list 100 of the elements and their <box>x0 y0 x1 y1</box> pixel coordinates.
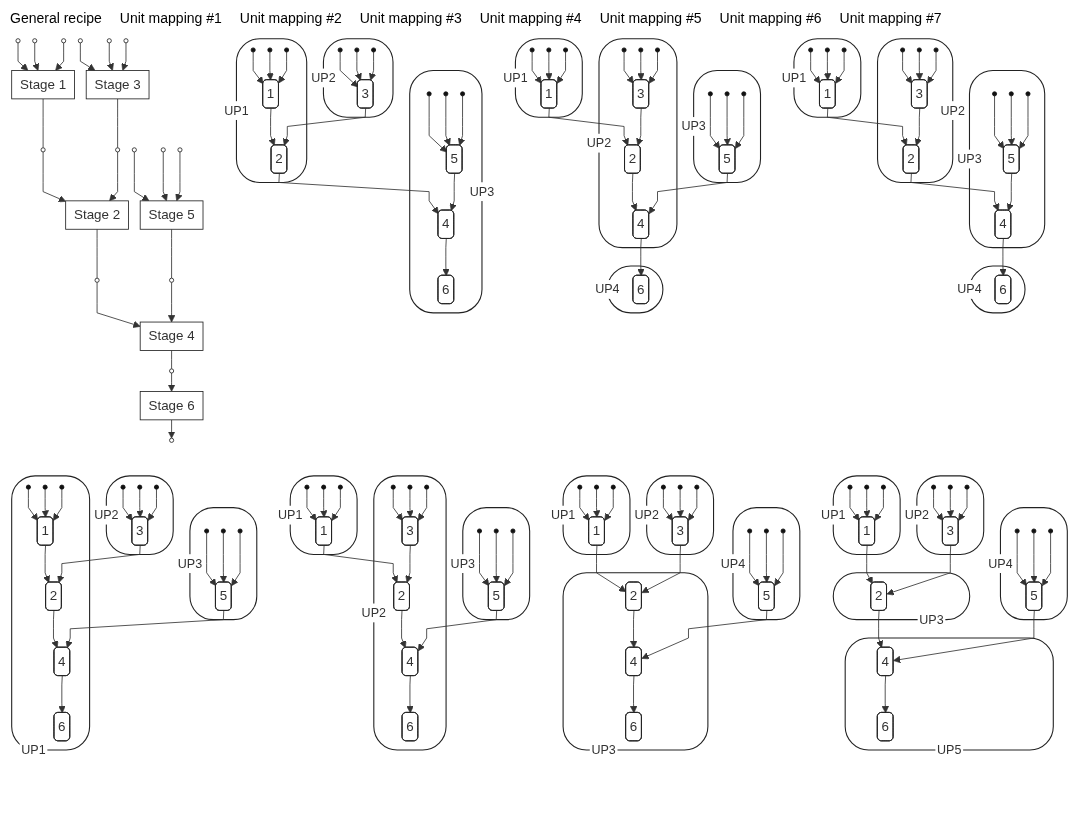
node-label: UP1 <box>550 507 576 522</box>
panel-caption: General recipe <box>10 10 102 26</box>
node-circle <box>610 484 616 490</box>
node-circle <box>220 528 226 534</box>
node-label: UP3 <box>450 555 475 571</box>
node-circle <box>267 47 273 53</box>
node-circle <box>337 484 343 490</box>
node-circle <box>120 484 126 490</box>
node-label: UP2 <box>311 70 336 85</box>
node-circle <box>763 528 769 534</box>
node-label: UP2 <box>361 605 387 620</box>
node-circle <box>40 147 46 153</box>
node-circle <box>284 47 290 53</box>
node-circle <box>1025 91 1031 97</box>
node-circle <box>1008 91 1014 97</box>
node-label: UP3 <box>681 118 706 133</box>
node-circle <box>931 484 937 490</box>
node-circle <box>638 47 644 53</box>
node-label: UP1 <box>503 70 528 85</box>
node-circle <box>621 47 627 53</box>
node-circle <box>841 47 847 53</box>
node-circle <box>137 484 143 490</box>
node-circle <box>1031 528 1037 534</box>
node-circle <box>655 47 660 53</box>
panel-caption: Unit mapping #6 <box>719 10 822 26</box>
node-circle <box>660 484 666 490</box>
node-circle <box>900 47 906 53</box>
node-circle <box>169 437 175 443</box>
node-label: UP4 <box>957 281 982 296</box>
node-circle <box>407 484 413 490</box>
node-circle <box>477 528 483 534</box>
node-circle <box>390 484 396 490</box>
panel-caption: Unit mapping #3 <box>359 10 462 26</box>
node-label: UP2 <box>904 507 930 522</box>
node-label: UP4 <box>595 281 620 296</box>
node-circle <box>577 484 583 490</box>
node-label: UP1 <box>21 742 46 757</box>
node-label: UP3 <box>469 183 495 199</box>
node-circle <box>694 484 700 490</box>
node-label: UP2 <box>586 135 612 150</box>
panel-caption: Unit mapping #4 <box>479 10 582 26</box>
node-circle <box>304 484 310 490</box>
node-circle <box>747 528 753 534</box>
node-circle <box>1014 528 1020 534</box>
node-circle <box>880 484 886 490</box>
node-box: Stage 1 <box>11 70 75 100</box>
node-label: UP2 <box>634 507 659 522</box>
node-circle <box>1048 528 1054 534</box>
node-box: Stage 5 <box>139 200 204 230</box>
node-circle <box>177 147 183 153</box>
node-circle <box>115 147 121 153</box>
node-label: UP1 <box>278 507 303 522</box>
node-circle <box>992 91 998 97</box>
panel-caption: Unit mapping #2 <box>239 10 342 26</box>
node-circle <box>424 484 430 490</box>
node-label: UP3 <box>919 611 944 627</box>
node-circle <box>677 484 683 490</box>
node-circle <box>563 47 569 53</box>
node-label: UP2 <box>940 102 965 118</box>
node-circle <box>460 91 466 97</box>
node-circle <box>77 38 83 44</box>
node-circle <box>510 528 516 534</box>
node-circle <box>25 484 31 490</box>
node-circle <box>546 47 552 53</box>
node-circle <box>808 47 814 53</box>
node-circle <box>237 528 243 534</box>
node-box: Stage 6 <box>139 391 204 421</box>
node-label: UP5 <box>937 742 962 757</box>
connector <box>117 98 119 149</box>
node-circle <box>824 47 830 53</box>
node-label: UP4 <box>720 555 746 571</box>
node-circle <box>94 277 100 283</box>
node-box: Stage 4 <box>139 321 204 351</box>
node-circle <box>864 484 870 490</box>
node-circle <box>160 147 166 153</box>
node-label: UP3 <box>957 151 982 166</box>
node-circle <box>933 47 939 53</box>
node-circle <box>15 38 21 44</box>
panel-caption: Unit mapping #5 <box>599 10 702 26</box>
connector <box>171 350 172 370</box>
node-box: Stage 3 <box>85 70 150 100</box>
node-circle <box>594 484 600 490</box>
node-circle <box>354 47 360 53</box>
panel-caption: Unit mapping #1 <box>119 10 222 26</box>
node-label: UP3 <box>177 555 203 571</box>
node-circle <box>493 528 499 534</box>
node-circle <box>780 528 786 534</box>
connector <box>96 228 98 279</box>
connector <box>171 228 172 279</box>
node-circle <box>337 47 343 53</box>
node-circle <box>106 38 112 44</box>
node-circle <box>529 47 535 53</box>
node-label: UP1 <box>224 102 249 118</box>
node-label: UP2 <box>94 507 119 522</box>
node-circle <box>61 38 67 44</box>
node-circle <box>32 38 38 44</box>
node-circle <box>964 484 970 490</box>
node-label: UP1 <box>821 507 846 522</box>
node-circle <box>707 91 713 97</box>
node-circle <box>153 484 159 490</box>
